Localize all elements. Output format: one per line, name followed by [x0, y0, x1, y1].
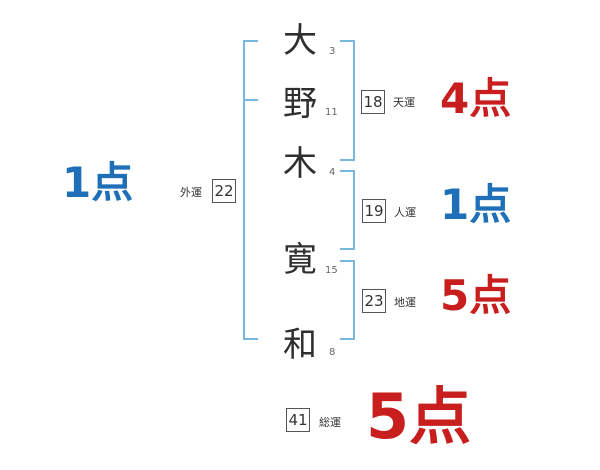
heaven-fortune-score: 4点 [440, 74, 512, 123]
heaven-bracket [340, 40, 355, 161]
stroke-count-4: 15 [325, 265, 338, 276]
heaven-fortune-value: 18 [361, 90, 385, 114]
outer-fortune-label: 外運 [180, 186, 202, 199]
outer-fortune-value: 22 [212, 179, 236, 203]
total-fortune-score: 5点 [366, 380, 472, 453]
person-fortune-value: 19 [362, 199, 386, 223]
total-fortune-value: 41 [286, 408, 310, 432]
name-char-3: 木 [283, 144, 317, 184]
person-bracket [340, 170, 355, 250]
heaven-fortune-label: 天運 [393, 96, 415, 109]
earth-fortune-label: 地運 [394, 296, 416, 309]
earth-fortune-value: 23 [362, 289, 386, 313]
name-char-4: 寛 [283, 240, 317, 280]
earth-bracket [340, 260, 355, 340]
total-fortune-label: 総運 [319, 416, 341, 429]
stroke-count-3: 4 [329, 167, 336, 178]
outer-bracket [243, 40, 258, 340]
name-char-1: 大 [283, 21, 317, 61]
person-fortune-score: 1点 [440, 180, 512, 229]
stroke-count-5: 8 [329, 347, 336, 358]
stroke-count-2: 11 [325, 107, 338, 118]
outer-fortune-score: 1点 [62, 158, 134, 207]
earth-fortune-score: 5点 [440, 271, 512, 320]
person-fortune-label: 人運 [394, 206, 416, 219]
name-char-2: 野 [283, 84, 317, 124]
name-char-5: 和 [283, 325, 317, 365]
stroke-count-1: 3 [329, 46, 336, 57]
